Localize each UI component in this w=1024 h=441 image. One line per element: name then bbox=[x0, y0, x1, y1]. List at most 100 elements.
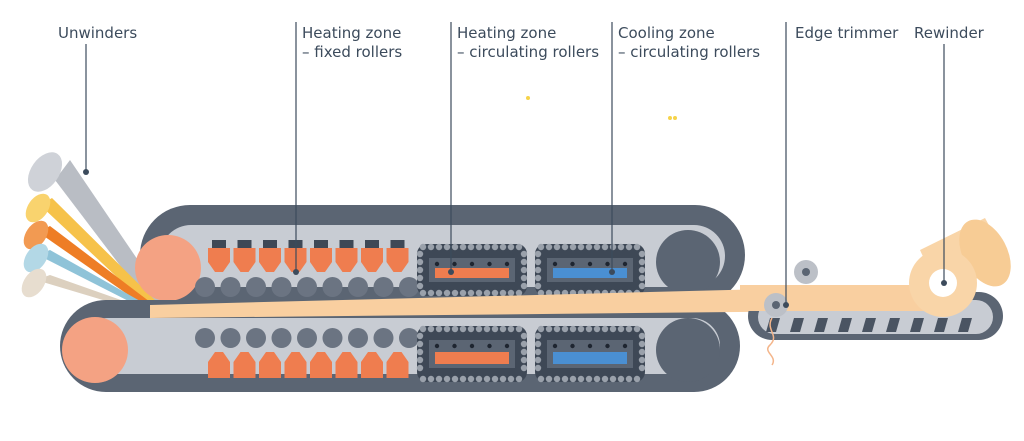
lower-cooling-circulating-zone-chain-roller bbox=[638, 332, 646, 340]
upper-fixed-roller bbox=[271, 277, 292, 297]
upper-cooling-circulating-zone-bolt bbox=[622, 261, 628, 267]
upper-heating-circulating-zone-chain-roller bbox=[499, 289, 507, 297]
lower-cooling-circulating-zone-chain-roller bbox=[534, 348, 542, 356]
lower-heating-circulating-zone-chain-roller bbox=[520, 332, 528, 340]
lower-cooling-circulating-zone-chain-roller bbox=[585, 375, 593, 383]
upper-cooling-circulating-zone-chain-roller bbox=[593, 243, 601, 251]
spark-dot bbox=[673, 116, 677, 120]
upper-heating-circulating-zone-chain-roller bbox=[491, 289, 499, 297]
lower-fixed-roller bbox=[297, 328, 317, 348]
lower-heating-circulating-zone-bolt bbox=[504, 343, 510, 349]
lower-cooling-circulating-zone-chain-roller bbox=[638, 356, 646, 364]
upper-cooling-circulating-zone-bolt bbox=[570, 261, 575, 267]
lower-heating-circulating-zone-chain-roller bbox=[520, 364, 528, 372]
conveyor-slat bbox=[814, 318, 828, 332]
lower-cooling-circulating-zone-chain-roller bbox=[545, 325, 553, 333]
lower-cooling-circulating-zone-chain-roller bbox=[534, 356, 542, 364]
lower-heating-circulating-zone-chain-roller bbox=[451, 375, 459, 383]
upper-heating-circulating-zone-chain-roller bbox=[416, 266, 424, 274]
label-heating-fixed-line1: Heating zone bbox=[302, 24, 401, 42]
upper-heating-circulating-zone-chain-roller bbox=[475, 243, 483, 251]
lower-cooling-circulating-zone-chain-roller bbox=[545, 375, 553, 383]
upper-heater-block bbox=[208, 248, 230, 272]
upper-heating-circulating-zone-chain-roller bbox=[459, 243, 467, 251]
upper-cooling-circulating-zone-bolt bbox=[552, 261, 558, 267]
lower-heating-circulating-zone-chain-roller bbox=[416, 332, 424, 340]
lower-fixed-roller bbox=[373, 328, 394, 348]
lower-cooling-circulating-zone-element bbox=[553, 352, 627, 364]
label-unwinders: Unwinders bbox=[58, 24, 137, 42]
upper-heating-circulating-zone-chain-roller bbox=[507, 243, 515, 251]
label-rewinder: Rewinder bbox=[914, 24, 985, 42]
film-strip-yellow bbox=[40, 198, 160, 308]
upper-heating-circulating-zone-chain-roller bbox=[467, 289, 475, 297]
lower-cooling-circulating-zone-chain-roller bbox=[633, 325, 641, 333]
lower-heating-circulating-zone-chain-roller bbox=[475, 375, 483, 383]
upper-heating-circulating-zone-chain-roller bbox=[491, 243, 499, 251]
lower-heating-circulating-zone-chain-roller bbox=[443, 375, 451, 383]
upper-heating-circulating-zone-chain-roller bbox=[451, 243, 459, 251]
upper-heating-circulating-zone-chain-roller bbox=[467, 243, 475, 251]
upper-heater-block bbox=[259, 248, 281, 272]
label-heating-circ-line1: Heating zone bbox=[457, 24, 556, 42]
upper-heating-circulating-zone-chain-roller bbox=[416, 258, 424, 266]
conveyor-slat bbox=[790, 318, 804, 332]
lower-cooling-circulating-zone-chain-roller bbox=[625, 325, 633, 333]
lower-cooling-circulating-zone-chain-roller bbox=[553, 325, 561, 333]
lower-heating-circulating-zone-element bbox=[435, 352, 509, 364]
circulating-roller-zones bbox=[416, 243, 646, 383]
upper-cooling-circulating-zone-chain-roller bbox=[534, 250, 542, 258]
lower-fixed-roller bbox=[271, 328, 292, 348]
lower-cooling-circulating-zone-chain-roller bbox=[585, 325, 593, 333]
lower-heating-circulating-zone-chain-roller bbox=[459, 325, 467, 333]
upper-heating-circulating-zone-bolt bbox=[504, 261, 510, 267]
lower-heater-block bbox=[386, 352, 409, 378]
lower-heater-block bbox=[335, 352, 358, 378]
lower-cooling-circulating-zone-chain-roller bbox=[601, 375, 609, 383]
lower-fixed-roller bbox=[322, 328, 343, 348]
upper-fixed-roller bbox=[246, 277, 266, 297]
upper-heating-circulating-zone-chain-roller bbox=[416, 250, 424, 258]
lower-fixed-roller bbox=[220, 328, 241, 348]
label-cooling-circ-line1: Cooling zone bbox=[618, 24, 715, 42]
lower-heating-circulating-zone-chain-roller bbox=[416, 348, 424, 356]
lower-heating-circulating-zone-chain-roller bbox=[443, 325, 451, 333]
lower-heating-circulating-zone-chain-roller bbox=[416, 364, 424, 372]
upper-heating-circulating-zone-chain-roller bbox=[520, 282, 528, 290]
leader-dot-cooling-circ bbox=[609, 269, 615, 275]
lower-cooling-circulating-zone-chain-roller bbox=[601, 325, 609, 333]
upper-heating-circulating-zone-chain-roller bbox=[419, 289, 427, 297]
lower-heating-circulating-zone-chain-roller bbox=[491, 375, 499, 383]
label-heating-circ-line2: – circulating rollers bbox=[457, 43, 599, 61]
upper-cooling-circulating-zone-chain-roller bbox=[577, 243, 585, 251]
lower-cooling-circulating-zone-bolt bbox=[552, 343, 558, 349]
upper-fixed-roller bbox=[195, 277, 215, 297]
upper-cooling-circulating-zone-chain-roller bbox=[537, 243, 545, 251]
leader-dot-heating-circ bbox=[448, 269, 454, 275]
upper-heating-circulating-zone-chain-roller bbox=[416, 282, 424, 290]
upper-cooling-circulating-zone-bolt bbox=[605, 261, 610, 267]
rewinder bbox=[909, 218, 1011, 317]
upper-heating-circulating-zone-chain-roller bbox=[483, 289, 491, 297]
upper-cooling-circulating-zone-chain-roller bbox=[561, 243, 569, 251]
upper-heating-circulating-zone-chain-roller bbox=[483, 243, 491, 251]
lower-fixed-roller bbox=[348, 328, 368, 348]
upper-fixed-roller bbox=[348, 277, 368, 297]
upper-cooling-circulating-zone-chain-roller bbox=[553, 243, 561, 251]
upper-cooling-circulating-zone-chain-roller bbox=[601, 243, 609, 251]
upper-cooling-circulating-zone-chain-roller bbox=[537, 289, 545, 297]
lower-heating-circulating-zone-chain-roller bbox=[520, 356, 528, 364]
lower-cooling-circulating-zone-chain-roller bbox=[638, 340, 646, 348]
lower-cooling-circulating-zone-bolt bbox=[622, 343, 628, 349]
lower-cooling-circulating-zone-chain-roller bbox=[617, 375, 625, 383]
upper-heating-circulating-zone-bolt bbox=[469, 261, 475, 267]
trimmed-edge-waste bbox=[767, 317, 775, 366]
lower-cooling-circulating-zone-chain-roller bbox=[553, 375, 561, 383]
label-cooling-circ-line2: – circulating rollers bbox=[618, 43, 760, 61]
upper-heating-circulating-zone-chain-roller bbox=[515, 289, 523, 297]
upper-heating-circulating-zone-chain-roller bbox=[443, 243, 451, 251]
leader-dot-edge-trimmer bbox=[783, 302, 789, 308]
lower-cooling-circulating-zone-chain-roller bbox=[593, 325, 601, 333]
lower-cooling-circulating-zone-bolt bbox=[605, 343, 610, 349]
